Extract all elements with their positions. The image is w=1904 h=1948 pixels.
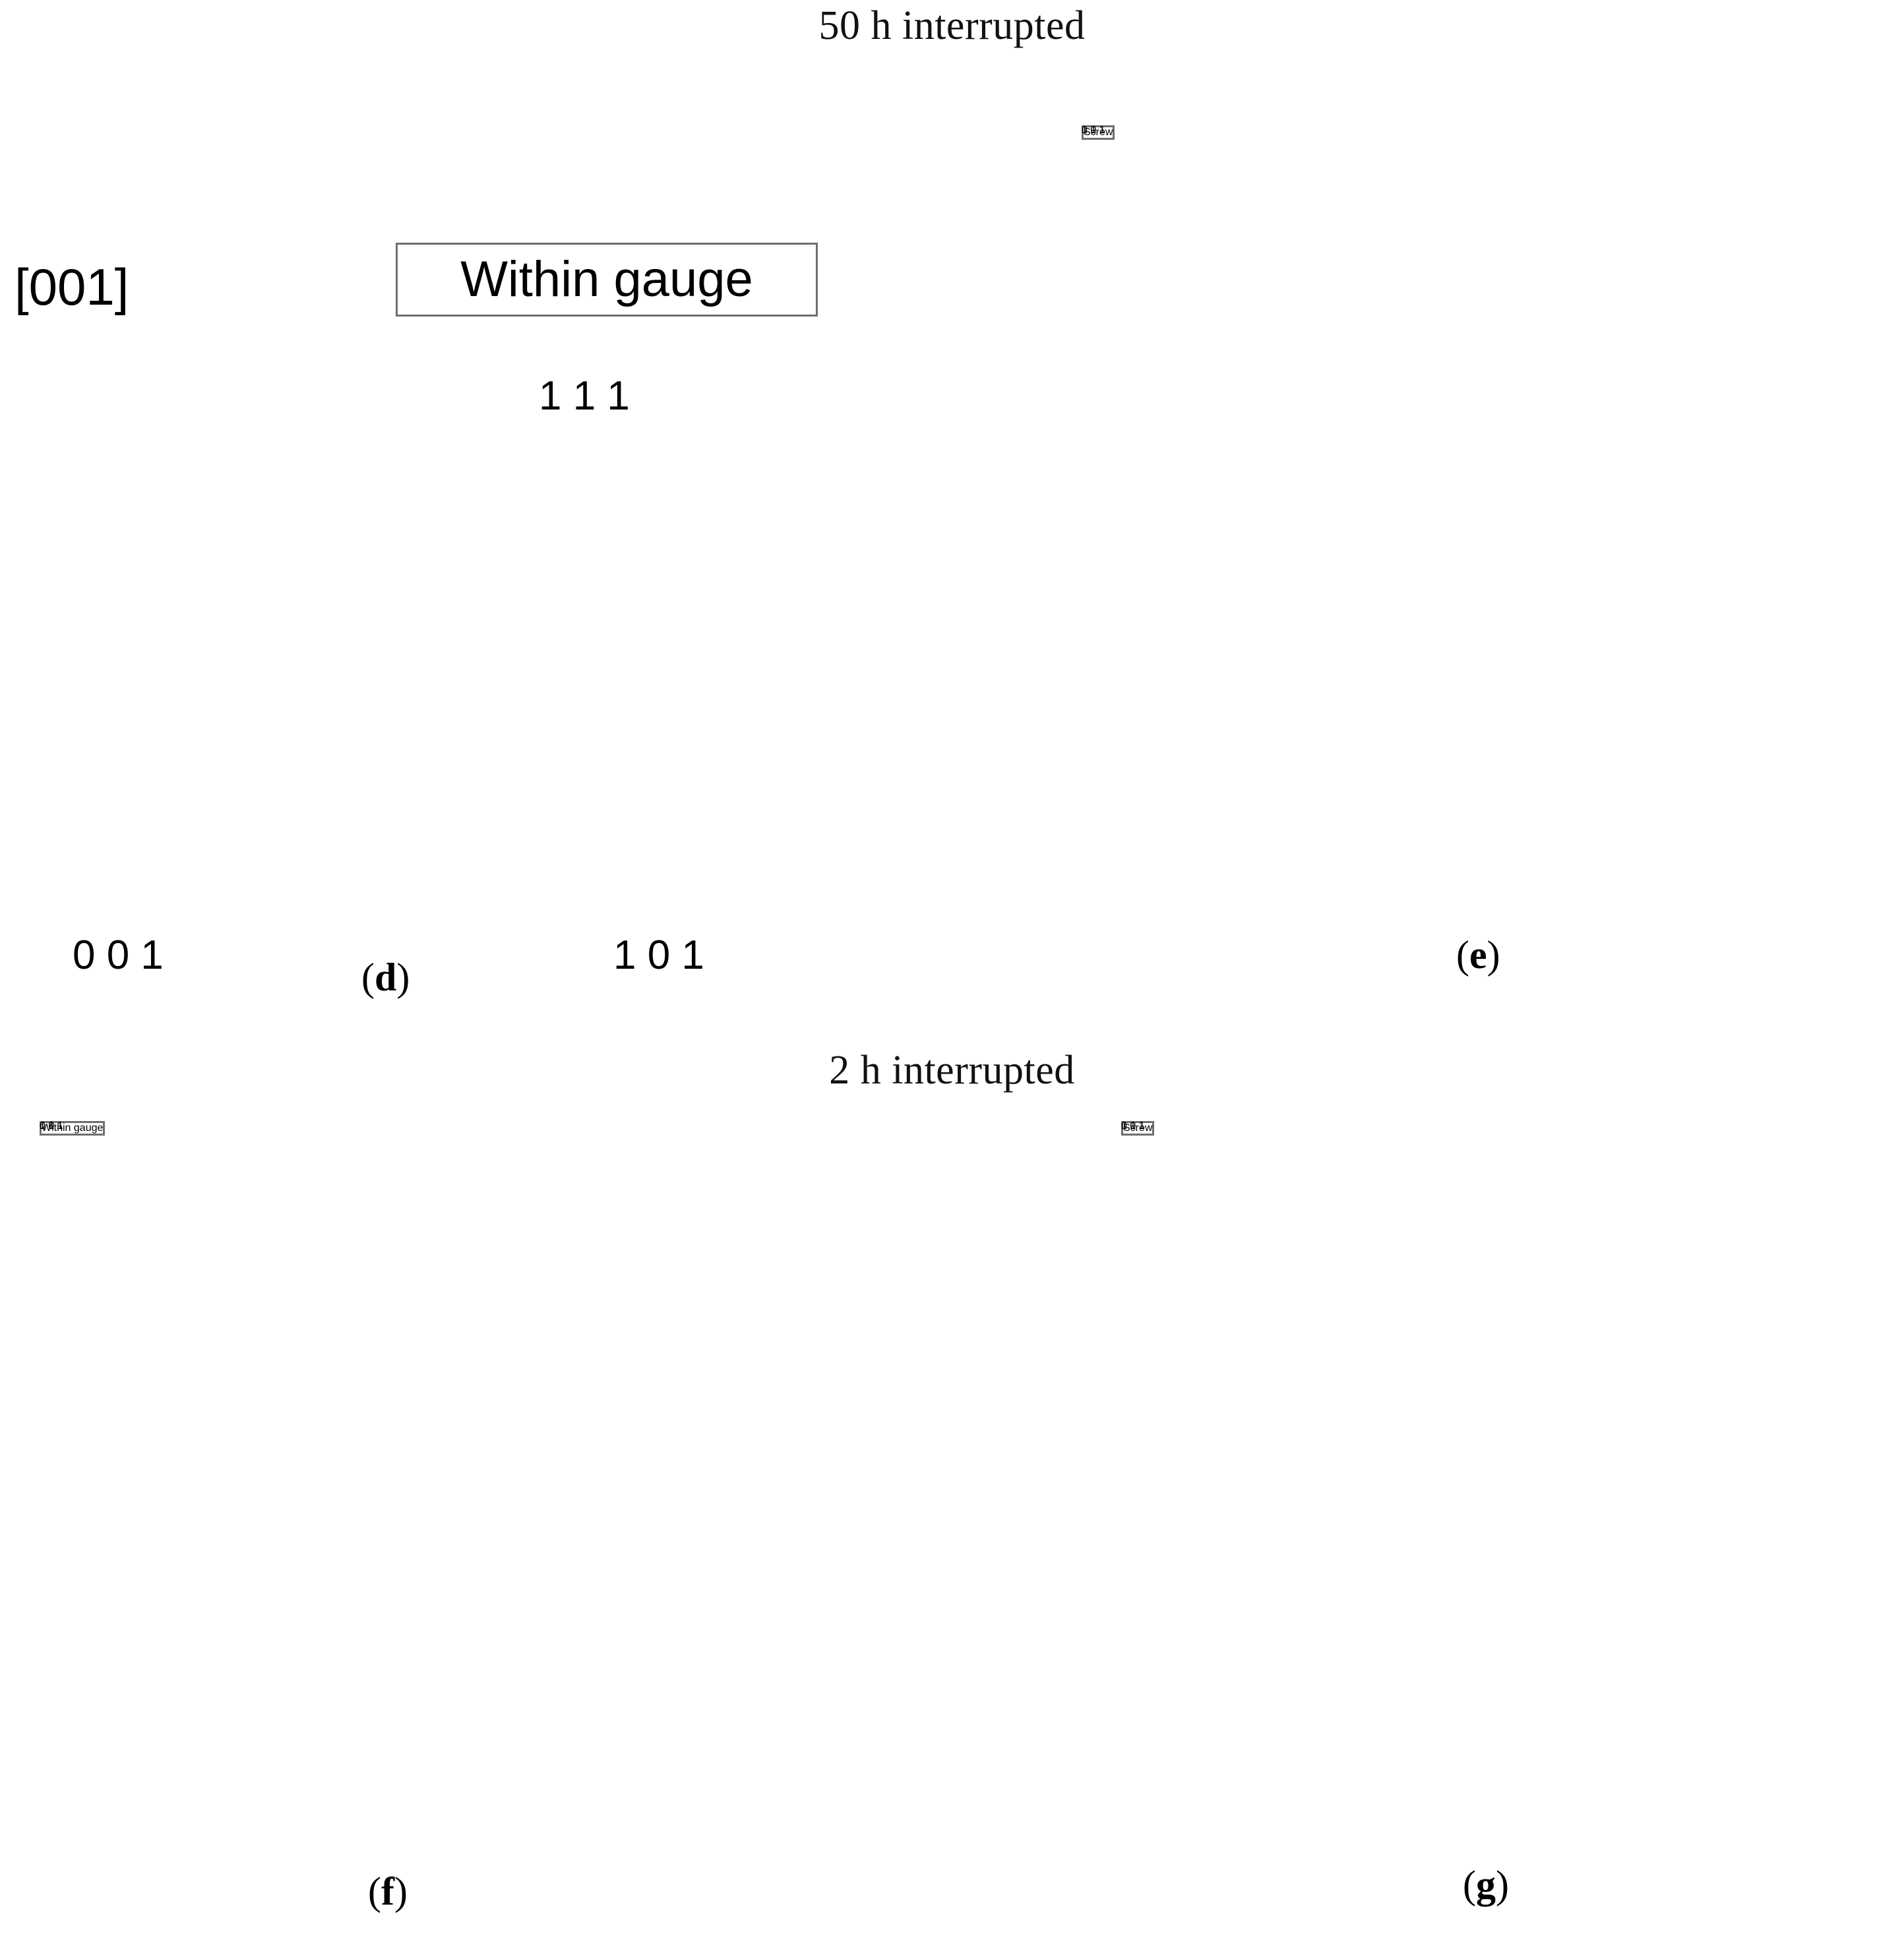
ipf-triangle-plot-d (125, 435, 673, 927)
panel-d: [001] Within gauge 1 1 1 0 0 1 1 0 1 (0, 125, 943, 989)
panel-caption-letter: e (1469, 933, 1487, 977)
panel-f: [001] Within gauge 1 1 1 0 0 1 1 0 1 (40, 1121, 937, 1906)
panel-caption-letter: d (374, 956, 397, 999)
corner-label-111: 1 1 1 (1082, 125, 1105, 136)
corner-label-001: 0 0 1 (40, 1120, 63, 1132)
corner-label-101: 1 0 1 (40, 1120, 63, 1132)
corner-label-001: 0 0 1 (1082, 125, 1105, 136)
legend-box-screw: Screw (1082, 125, 1115, 140)
corner-label-001: 0 0 1 (1121, 1120, 1145, 1132)
corner-label-101: 1 0 1 (1082, 125, 1105, 136)
corner-label-111: 1 1 1 (1121, 1120, 1145, 1132)
section-title-2h: 2 h interrupted (829, 1048, 1075, 1093)
panel-g: [001] Screw 1 1 1 0 0 1 1 0 1 (1121, 1121, 1904, 1906)
panel-caption-f: (f) (368, 1870, 408, 1913)
direction-label-001: [001] (15, 258, 129, 316)
corner-label-111: 1 1 1 (40, 1120, 63, 1132)
panel-e: [001] Screw 1 1 1 0 0 1 1 0 1 (1082, 125, 1904, 989)
panel-caption-letter: f (381, 1870, 394, 1913)
panel-caption-e: (e) (1456, 933, 1500, 977)
corner-label-001: 0 0 1 (73, 932, 164, 978)
panel-caption-d: (d) (361, 956, 410, 999)
corner-label-101: 1 0 1 (613, 932, 704, 978)
corner-label-101: 1 0 1 (1121, 1120, 1145, 1132)
legend-box-within-gauge: Within gauge (40, 1121, 106, 1136)
corner-label-111: 1 1 1 (539, 373, 630, 419)
panel-caption-g: (g) (1463, 1863, 1509, 1906)
legend-box-within-gauge: Within gauge (396, 243, 818, 317)
panel-caption-letter: g (1475, 1863, 1496, 1906)
section-title-50h: 50 h interrupted (818, 3, 1086, 48)
legend-box-screw: Screw (1121, 1121, 1155, 1136)
